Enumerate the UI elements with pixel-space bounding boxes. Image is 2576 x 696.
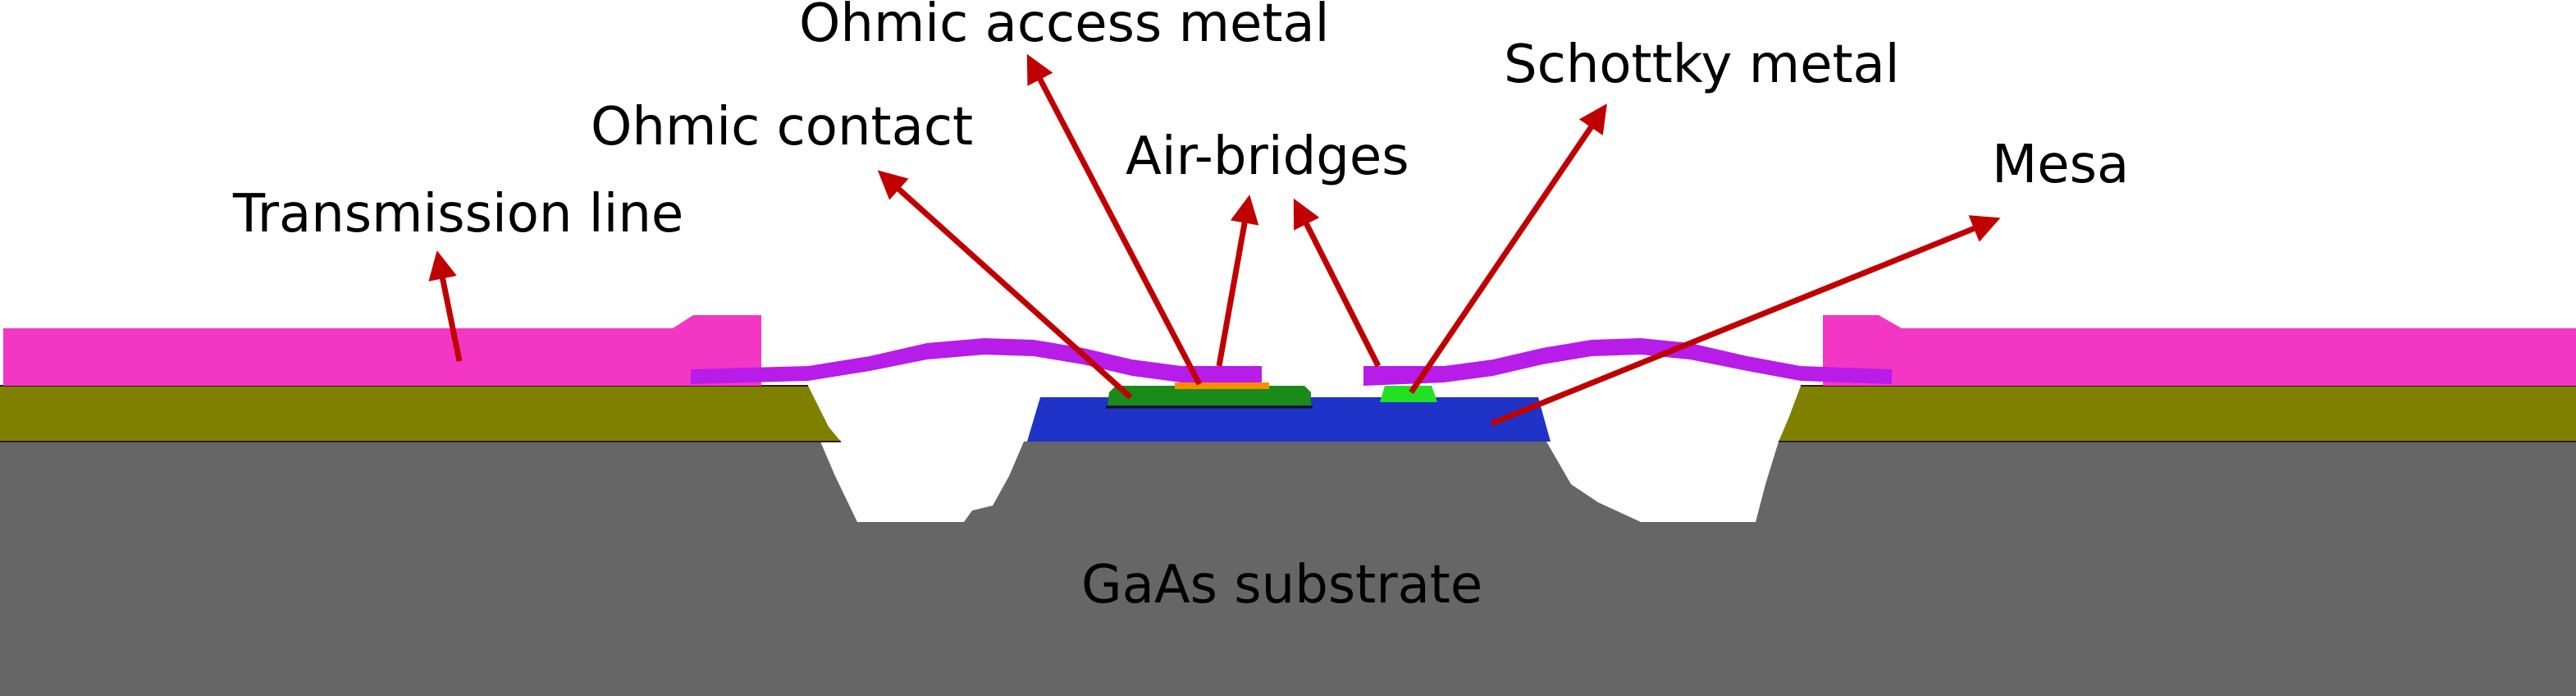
schottky-metal xyxy=(1380,386,1437,402)
arrow-schottky-metal xyxy=(1409,103,1607,394)
arrow-air-bridge-right xyxy=(1293,198,1382,368)
label-ohmic-access-metal: Ohmic access metal xyxy=(799,0,1329,54)
transmission-line-right xyxy=(1823,315,2576,386)
air-bridge-right xyxy=(1363,338,1892,386)
label-mesa: Mesa xyxy=(1992,135,2129,195)
arrow-air-bridge-left xyxy=(1216,195,1259,367)
dielectric-layer-left xyxy=(0,386,841,442)
arrow-transmission-line xyxy=(428,250,463,362)
arrow-ohmic-access-metal xyxy=(1026,53,1203,386)
label-ohmic-contact: Ohmic contact xyxy=(591,97,973,158)
dielectric-layer-right xyxy=(1779,386,2576,442)
arrow-mesa xyxy=(1490,215,2001,427)
arrow-ohmic-contact xyxy=(877,170,1133,400)
transmission-line-left xyxy=(3,315,761,386)
ohmic-access-metal xyxy=(1175,382,1269,389)
label-transmission-line: Transmission line xyxy=(232,184,683,245)
label-gaas-substrate: GaAs substrate xyxy=(1081,555,1482,616)
gaas-substrate xyxy=(0,442,2576,696)
air-bridge-left xyxy=(691,338,1262,384)
annotation-arrows xyxy=(428,53,2001,427)
label-air-bridges: Air-bridges xyxy=(1126,126,1409,187)
label-schottky-metal: Schottky metal xyxy=(1504,34,1900,95)
ohmic-contact xyxy=(1108,386,1311,405)
